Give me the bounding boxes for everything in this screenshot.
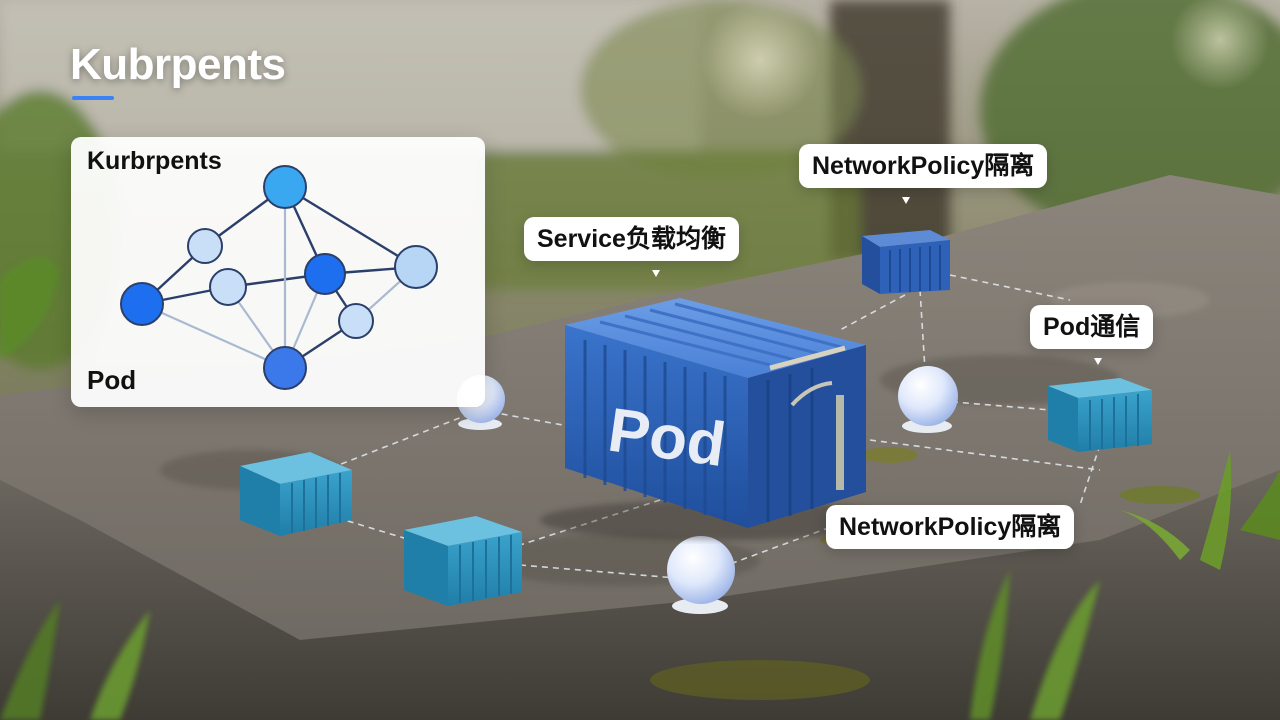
title-underline [72,96,114,100]
graph-node [338,303,374,339]
graph-node [187,228,223,264]
container-bottom-left [404,516,522,606]
callout-pod-communication: Pod通信 [1030,305,1154,349]
callout-network-policy-top: NetworkPolicy隔离 [799,144,1048,188]
callout-network-policy-bottom: NetworkPolicy隔离 [826,505,1075,549]
container-left [240,452,352,536]
diagram-card: Kurbrpents Pod [71,137,485,407]
network-graph-icon [120,165,438,390]
pod-container [540,298,900,540]
card-pod-label: Pod [87,365,137,395]
callout-network-policy-top-pointer [902,197,910,204]
page-title: Kubrpents [70,40,286,89]
graph-node [263,346,307,390]
graph-node [120,282,164,326]
graph-node [394,245,438,289]
callout-service: Service负载均衡 [524,217,739,261]
orb-right [898,366,958,433]
card-title: Kurbrpents [87,147,222,175]
graph-node [304,253,346,295]
callout-service-pointer [652,270,660,277]
graph-node [263,165,307,209]
callout-pod-communication-pointer [1094,358,1102,365]
container-right [1048,378,1152,452]
graph-node [209,268,247,306]
orb-bottom [667,536,735,614]
container-top-right [862,230,950,294]
